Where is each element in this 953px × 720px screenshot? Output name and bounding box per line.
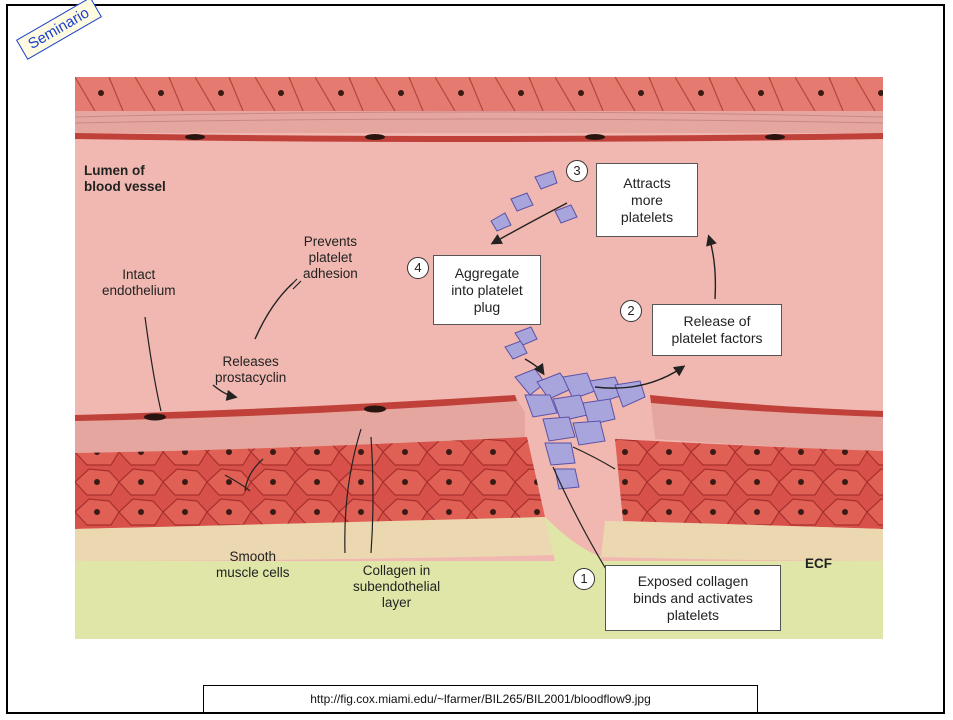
step-4-number: 4 [407,257,429,279]
source-url: http://fig.cox.miami.edu/~lfarmer/BIL265… [203,685,758,713]
step-3-number: 3 [566,160,588,182]
ecf-label: ECF [805,556,832,572]
step-2-number: 2 [620,300,642,322]
diagram-artwork [75,77,883,639]
step-1-number: 1 [573,568,595,590]
